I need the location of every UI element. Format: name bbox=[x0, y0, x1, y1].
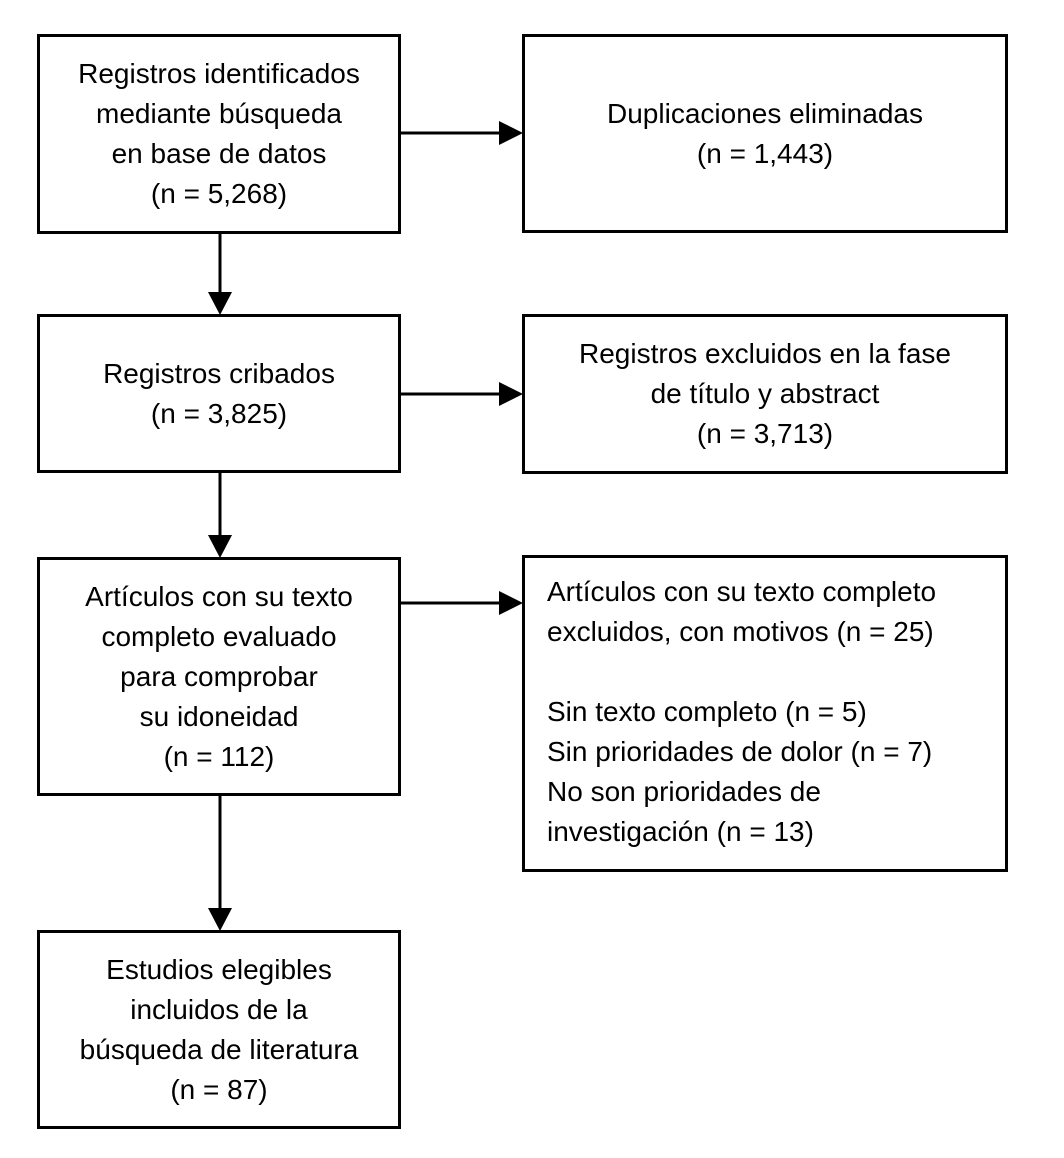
text-line: investigación (n = 13) bbox=[547, 816, 814, 847]
down-arrow-fulltext-to-included bbox=[208, 794, 232, 931]
text-line: Registros excluidos en la fase bbox=[579, 338, 951, 369]
arrow-head-icon bbox=[208, 908, 232, 931]
text-line: Duplicaciones eliminadas bbox=[607, 97, 923, 129]
text-line: (n = 3,825) bbox=[150, 397, 288, 429]
text-line: incluidos de la bbox=[130, 993, 308, 1025]
right-arrow-fulltext-to-fulltext-excluded bbox=[399, 591, 523, 615]
text-line: Estudios elegibles bbox=[106, 953, 332, 985]
box-studies-included: Estudios elegibles incluidos de la búsqued… bbox=[37, 930, 401, 1129]
box-records-identified: Registros identificados mediante búsqueda… bbox=[37, 34, 401, 234]
text-line: (n = 5,268) bbox=[150, 178, 288, 209]
text-line: Sin texto completo (n = 5) bbox=[547, 696, 867, 727]
right-arrow-identified-to-duplicates bbox=[399, 121, 523, 145]
text-line bbox=[547, 652, 989, 692]
box-excluded-title-abstract: Registros excluidos en la fase de título … bbox=[522, 314, 1008, 474]
box-duplicates-removed: Duplicaciones eliminadas (n = 1,443) bbox=[522, 34, 1008, 233]
text-line: excluidos, con motivos (n = 25) bbox=[547, 616, 934, 647]
text-line: Registros cribados bbox=[103, 357, 335, 389]
arrow-head-icon bbox=[499, 382, 523, 406]
text-line: Registros identificados bbox=[78, 58, 360, 89]
box-records-screened: Registros cribados (n = 3,825) bbox=[37, 314, 401, 473]
text-line: (n = 1,443) bbox=[696, 137, 834, 169]
text-line: búsqueda de literatura bbox=[79, 1033, 359, 1065]
text-line: mediante búsqueda bbox=[96, 98, 342, 129]
text-line: su idoneidad bbox=[139, 700, 299, 732]
arrow-head-icon bbox=[208, 292, 232, 315]
text-line: (n = 112) bbox=[163, 740, 275, 772]
box-fulltext-excluded: Artículos con su texto completo excluidos… bbox=[522, 555, 1008, 872]
text-line: (n = 3,713) bbox=[696, 418, 834, 449]
right-arrow-screened-to-excluded bbox=[399, 382, 523, 406]
text-line: Sin prioridades de dolor (n = 7) bbox=[547, 736, 933, 767]
arrow-head-icon bbox=[208, 535, 232, 558]
text-line: Artículos con su texto bbox=[85, 580, 353, 612]
arrow-head-icon bbox=[499, 591, 523, 615]
down-arrow-screened-to-fulltext bbox=[208, 471, 232, 558]
text-line: Artículos con su texto completo bbox=[547, 576, 937, 607]
box-fulltext-assessed: Artículos con su texto completo evaluado p… bbox=[37, 557, 401, 796]
down-arrow-identified-to-screened bbox=[208, 232, 232, 315]
text-line: en base de datos bbox=[111, 138, 327, 169]
arrow-head-icon bbox=[499, 121, 523, 145]
text-line: de título y abstract bbox=[650, 378, 880, 409]
text-line: No son prioridades de bbox=[547, 776, 821, 807]
text-line: (n = 87) bbox=[170, 1073, 268, 1105]
text-line: completo evaluado bbox=[101, 620, 337, 652]
text-line: para comprobar bbox=[120, 660, 318, 692]
